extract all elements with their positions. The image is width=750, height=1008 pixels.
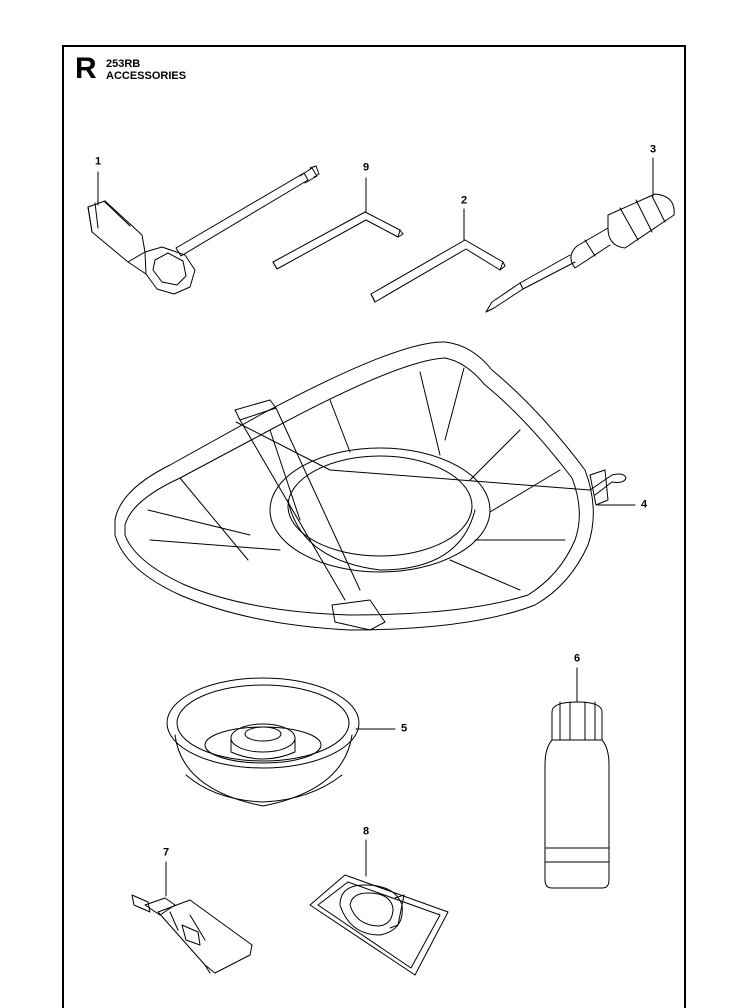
model-number: 253RB xyxy=(106,58,141,70)
screwdriver-illustration xyxy=(486,194,674,312)
callout-3: 3 xyxy=(649,143,657,156)
packet-illustration xyxy=(310,875,448,975)
grease-tube-illustration xyxy=(132,895,252,973)
diagram-frame xyxy=(62,45,686,1008)
hex-key-2-illustration xyxy=(371,240,505,302)
callout-2: 2 xyxy=(460,194,468,207)
drum-bowl-illustration xyxy=(167,678,359,806)
section-letter: R xyxy=(75,52,97,85)
hex-key-9-illustration xyxy=(273,212,403,269)
callout-5: 5 xyxy=(400,722,408,735)
leader-lines xyxy=(98,158,653,896)
callout-1: 1 xyxy=(94,155,102,168)
oil-bottle-illustration xyxy=(545,702,609,888)
callout-4: 4 xyxy=(640,498,648,511)
callout-8: 8 xyxy=(362,825,370,838)
callout-9: 9 xyxy=(362,161,370,174)
page-title: ACCESSORIES xyxy=(106,70,187,82)
callout-6: 6 xyxy=(573,652,581,665)
spark-plug-wrench-illustration xyxy=(88,166,319,294)
blade-guard-illustration xyxy=(115,342,626,630)
callout-7: 7 xyxy=(162,846,170,859)
